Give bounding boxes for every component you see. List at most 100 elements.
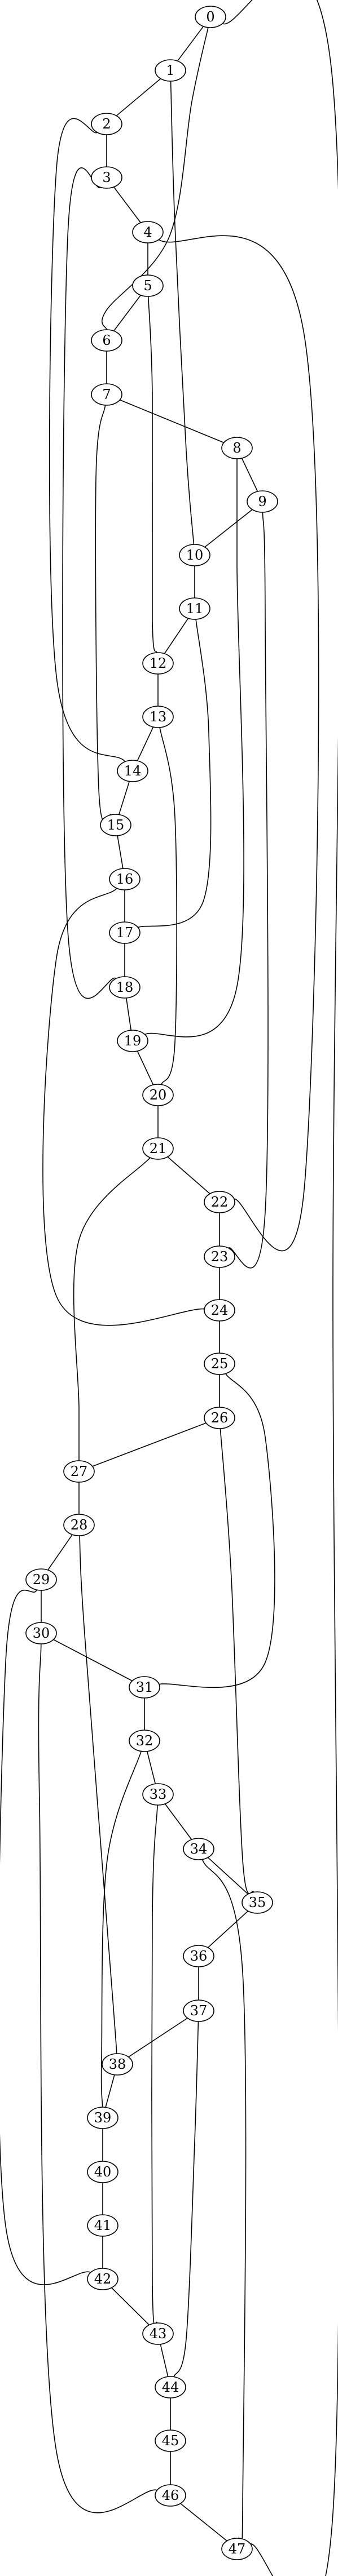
node-layer: 0123456789101112131415161718192021222324… [25, 6, 278, 2560]
node-ellipse [242, 1891, 273, 1914]
node-label: 4 [143, 224, 152, 240]
node-9: 9 [247, 490, 278, 513]
node-ellipse [247, 490, 278, 513]
node-40: 40 [87, 2161, 118, 2183]
node-44: 44 [155, 2376, 186, 2398]
node-ellipse [179, 544, 210, 566]
edge-30-31 [53, 1639, 133, 1682]
node-ellipse [155, 2429, 186, 2452]
node-18: 18 [109, 976, 141, 999]
node-ellipse [204, 1353, 235, 1375]
node-39: 39 [87, 2107, 118, 2129]
edge-38-39 [105, 2074, 115, 2108]
node-ellipse [87, 2214, 118, 2237]
node-ellipse [183, 1999, 214, 2022]
node-ellipse [25, 1568, 57, 1591]
node-34: 34 [183, 1838, 214, 1860]
node-label: 21 [150, 1141, 167, 1156]
node-ellipse [183, 1945, 214, 1967]
node-10: 10 [179, 544, 210, 566]
node-label: 40 [94, 2164, 112, 2180]
edge-32-39 [100, 1751, 142, 2108]
edge-32-33 [146, 1751, 156, 1784]
node-ellipse [129, 1730, 160, 1752]
node-ellipse [183, 1838, 214, 1860]
node-ellipse [132, 221, 164, 243]
node-label: 33 [150, 1786, 167, 1802]
node-label: 28 [71, 1517, 88, 1533]
edge-7-15 [95, 405, 112, 822]
node-label: 14 [124, 763, 142, 779]
node-5: 5 [132, 274, 164, 297]
node-label: 31 [136, 1679, 153, 1695]
node-ellipse [155, 2376, 186, 2398]
node-label: 2 [102, 116, 111, 132]
node-ellipse [204, 1407, 235, 1429]
node-6: 6 [91, 329, 122, 352]
node-label: 25 [211, 1356, 229, 1372]
node-36: 36 [183, 1945, 214, 1967]
node-ellipse [117, 760, 148, 782]
node-ellipse [91, 166, 122, 189]
node-20: 20 [142, 1084, 174, 1106]
node-47: 47 [221, 2538, 253, 2560]
node-14: 14 [117, 760, 148, 782]
node-ellipse [142, 1783, 174, 1806]
node-label: 5 [143, 278, 152, 294]
node-46: 46 [155, 2484, 186, 2507]
edge-13-20 [159, 727, 177, 1085]
node-2: 2 [91, 113, 122, 135]
node-30: 30 [25, 1622, 57, 1644]
edge-26-27 [92, 1422, 207, 1467]
node-label: 1 [166, 63, 174, 78]
node-37: 37 [183, 1999, 214, 2022]
edge-28-38 [79, 1535, 117, 2054]
node-label: 45 [162, 2433, 179, 2449]
node-label: 29 [33, 1572, 50, 1588]
node-label: 41 [94, 2218, 112, 2233]
node-label: 17 [116, 925, 134, 941]
node-29: 29 [25, 1568, 57, 1591]
node-31: 31 [129, 1676, 160, 1699]
node-12: 12 [142, 652, 174, 675]
edge-33-43 [151, 1804, 158, 2326]
node-label: 9 [258, 494, 266, 509]
node-32: 32 [129, 1730, 160, 1752]
node-label: 46 [162, 2488, 179, 2503]
node-ellipse [109, 976, 141, 999]
node-label: 12 [150, 655, 167, 671]
edge-5-6 [113, 295, 142, 331]
edge-25-31 [159, 1373, 275, 1688]
edge-28-29 [47, 1534, 73, 1571]
node-22: 22 [204, 1191, 235, 1213]
node-ellipse [155, 59, 186, 82]
edge-2-14 [49, 118, 126, 762]
edge-21-22 [167, 1156, 210, 1194]
edge-29-42 [0, 1589, 91, 2285]
node-ellipse [63, 1514, 95, 1536]
node-ellipse [204, 1299, 235, 1322]
edge-8-19 [144, 458, 244, 1038]
node-43: 43 [142, 2322, 174, 2345]
node-label: 26 [211, 1410, 229, 1426]
node-16: 16 [109, 868, 141, 890]
edge-3-18 [62, 167, 117, 999]
node-8: 8 [221, 437, 253, 459]
edge-4-22 [159, 235, 319, 1252]
node-ellipse [142, 1084, 174, 1106]
node-28: 28 [63, 1514, 95, 1536]
edge-16-24 [42, 888, 205, 1326]
node-label: 47 [229, 2541, 246, 2557]
edge-9-10 [204, 509, 253, 548]
node-1: 1 [155, 59, 186, 82]
node-ellipse [221, 437, 253, 459]
edge-11-17 [138, 619, 212, 928]
node-21: 21 [142, 1137, 174, 1160]
node-ellipse [109, 868, 141, 890]
edge-42-43 [111, 2287, 150, 2326]
node-label: 13 [150, 709, 167, 725]
node-25: 25 [204, 1353, 235, 1375]
node-ellipse [142, 2322, 174, 2345]
node-ellipse [109, 921, 141, 944]
